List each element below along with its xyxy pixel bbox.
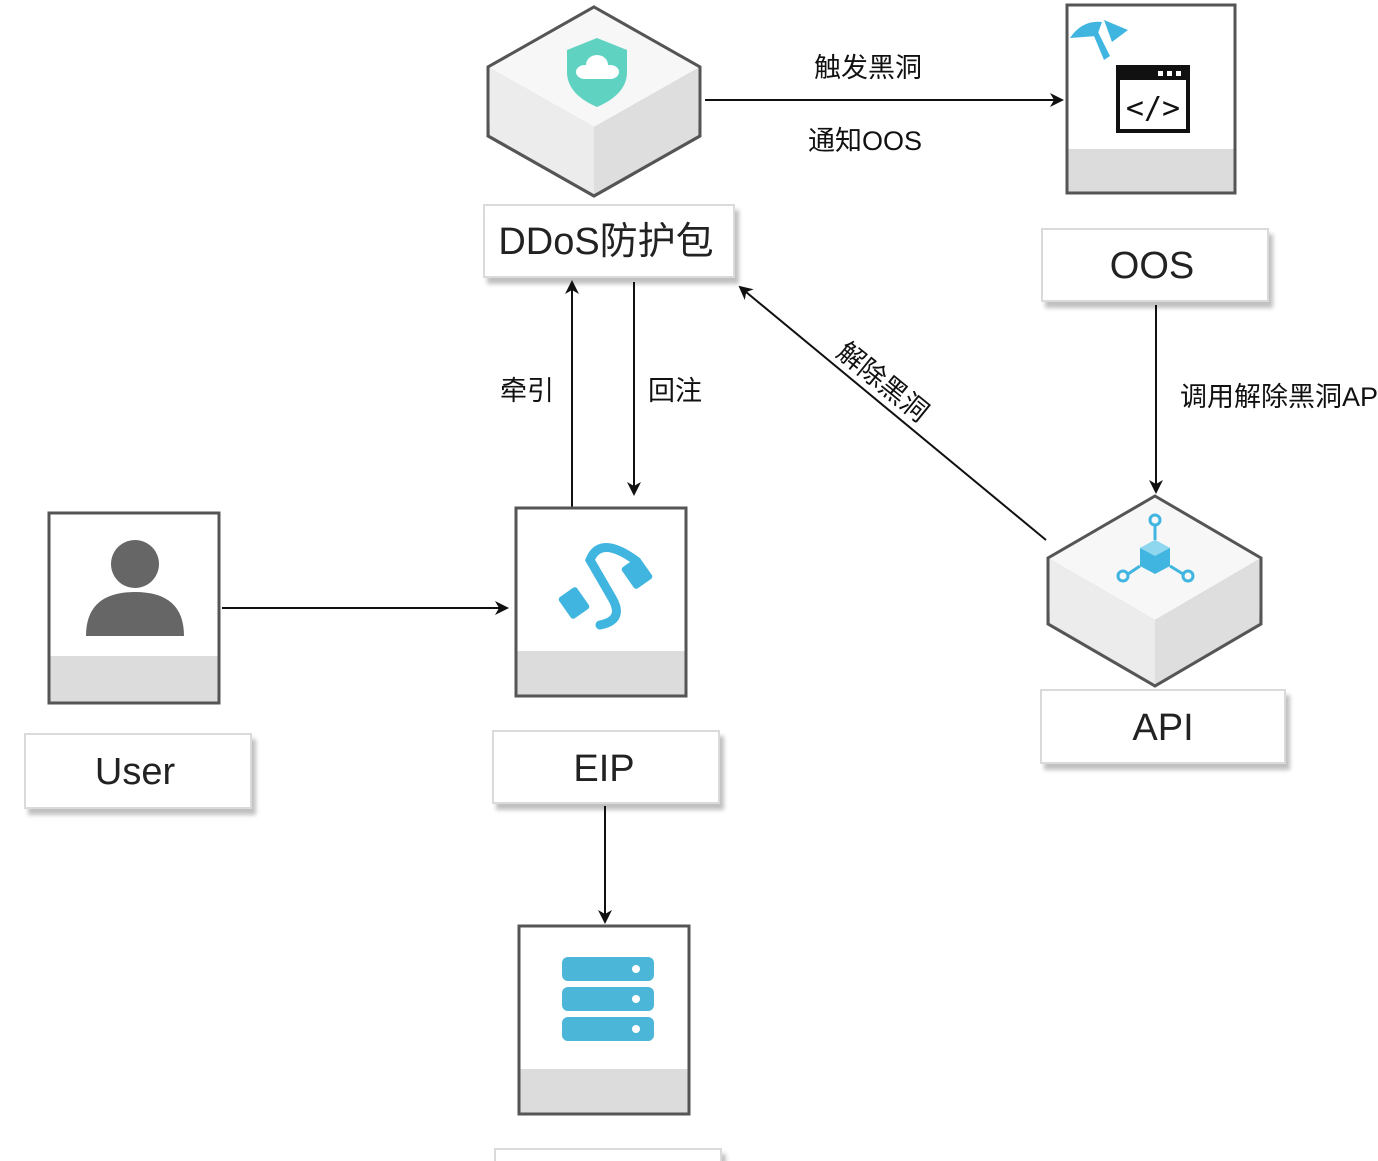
node-server[interactable] — [494, 924, 722, 1161]
oos-label: OOS — [1110, 245, 1194, 287]
edge-label-reinject: 回注 — [648, 376, 702, 406]
edge-label-trigger-blackhole: 触发黑洞 — [814, 53, 922, 83]
ddos-label-box — [483, 204, 735, 278]
link-cable-icon — [558, 543, 653, 630]
api-label: API — [1132, 707, 1193, 749]
edge-label-call-release-api: 调用解除黑洞API — [1180, 382, 1378, 412]
user-label: User — [95, 751, 176, 793]
node-ddos[interactable]: DDoS防护包 — [483, 5, 735, 278]
node-eip[interactable]: EIP — [492, 506, 720, 804]
edge-label-release-blackhole: 解除黑洞 — [831, 336, 934, 427]
person-icon — [86, 540, 184, 636]
edge-api-to-ddos — [738, 285, 1047, 541]
cloud-shield-icon — [567, 38, 627, 107]
edge-label-divert: 牵引 — [500, 376, 554, 406]
node-oos[interactable]: </> OOS — [1041, 3, 1269, 302]
cube-network-icon — [1116, 513, 1195, 583]
edge-label-notify-oos: 通知OOS — [808, 126, 922, 156]
server-stack-icon — [562, 957, 654, 1041]
ddos-label: DDoS防护包 — [498, 221, 713, 263]
svg-text:</>: </> — [1126, 91, 1180, 126]
eip-card — [514, 506, 688, 698]
code-window-icon: </> — [1116, 65, 1190, 133]
user-label-box — [24, 733, 252, 809]
eip-label: EIP — [573, 748, 634, 790]
edges — [222, 93, 1163, 924]
api-label-box — [1040, 689, 1286, 764]
oos-label-box — [1041, 228, 1269, 302]
server-label-box — [494, 1148, 722, 1161]
eip-label-box — [492, 730, 720, 804]
speed-tool-icon — [1070, 20, 1128, 60]
node-user[interactable]: User — [24, 511, 252, 809]
node-api[interactable]: API — [1040, 494, 1286, 764]
